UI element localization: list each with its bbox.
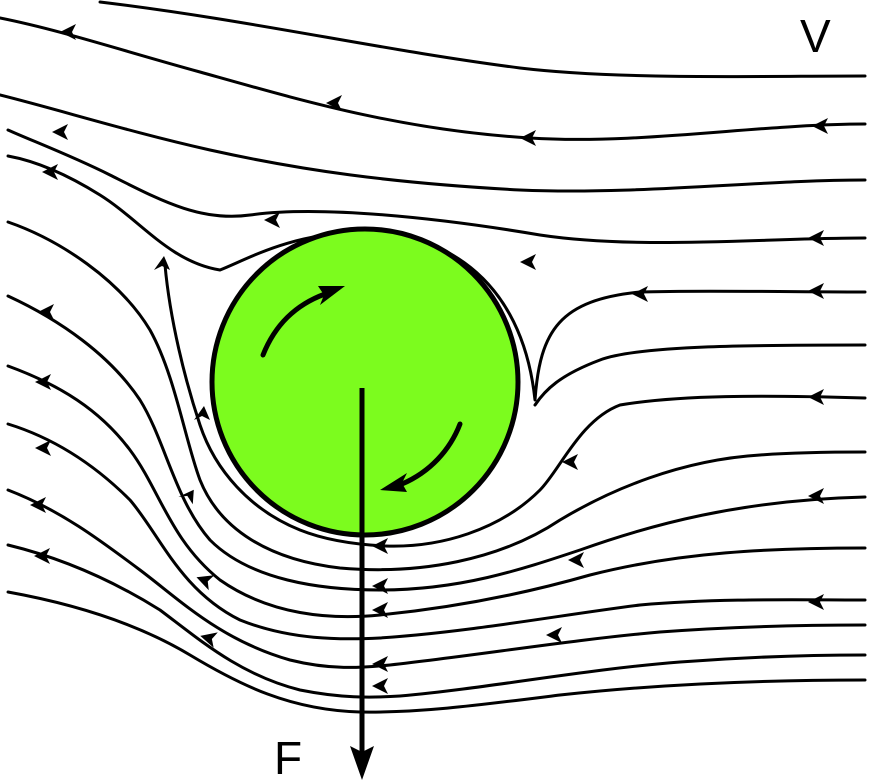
streamline-4: [6, 128, 867, 245]
flow-arrow-icon: [808, 594, 824, 610]
spinning-ball: [209, 226, 521, 538]
flow-arrow-icon: [60, 24, 76, 40]
force-vector: [350, 388, 374, 780]
flow-arrow-icon: [808, 488, 824, 504]
flow-arrow-icon: [808, 283, 824, 299]
rotation-arrowhead-bottom-icon: [380, 473, 407, 492]
flow-arrow-icon: [520, 254, 536, 270]
flow-arrow-icon: [30, 497, 46, 513]
flow-arrow-icon: [568, 552, 584, 568]
flow-arrow-icon: [154, 256, 170, 270]
streamline-10: [6, 364, 867, 619]
flow-arrow-icon: [808, 230, 824, 246]
streamline-14: [6, 590, 867, 714]
rotation-arrow-top: [260, 291, 328, 358]
flow-arrow-icon: [196, 575, 215, 591]
rotation-arrows: [260, 286, 463, 492]
rotation-arrowhead-top-icon: [318, 286, 345, 305]
streamline-7: [163, 263, 867, 548]
flow-arrow-icon: [42, 164, 58, 180]
flow-arrow-icon: [34, 548, 50, 564]
flow-arrow-icon: [52, 124, 68, 140]
flow-arrow-icon: [200, 632, 218, 648]
force-label: F: [274, 732, 302, 783]
flow-arrow-icon: [520, 130, 536, 146]
flow-arrow-icon: [808, 389, 824, 405]
velocity-label: V: [800, 10, 831, 62]
streamline-13: [6, 543, 867, 699]
rotation-arrow-bottom: [399, 421, 463, 487]
streamline-9: [6, 294, 867, 592]
streamline-8: [6, 220, 867, 572]
flow-arrow-icon: [326, 95, 342, 111]
flow-arrowheads: [30, 24, 828, 694]
flow-arrow-icon: [178, 489, 194, 505]
flow-arrow-icon: [372, 538, 388, 554]
flow-arrow-icon: [372, 602, 388, 618]
flow-arrow-icon: [372, 678, 388, 694]
flow-arrow-icon: [562, 454, 578, 470]
flow-arrow-icon: [35, 440, 51, 456]
flow-arrow-icon: [372, 656, 388, 672]
streamline-11: [6, 422, 867, 641]
streamline-3: [0, 93, 867, 193]
streamline-12: [6, 488, 867, 669]
force-arrowhead-icon: [350, 746, 374, 780]
flow-arrow-icon: [38, 304, 54, 320]
flow-arrow-icon: [812, 118, 828, 134]
flow-arrow-icon: [632, 286, 648, 302]
flow-arrow-icon: [546, 627, 562, 643]
streamline-2: [0, 16, 867, 141]
flow-arrow-icon: [194, 406, 210, 420]
flow-arrow-icon: [35, 374, 51, 390]
streamlines-lower: [6, 220, 867, 714]
flow-arrow-icon: [264, 212, 280, 228]
flow-arrow-icon: [372, 578, 388, 594]
streamline-6: [533, 343, 867, 407]
streamline-1: [98, 0, 867, 79]
